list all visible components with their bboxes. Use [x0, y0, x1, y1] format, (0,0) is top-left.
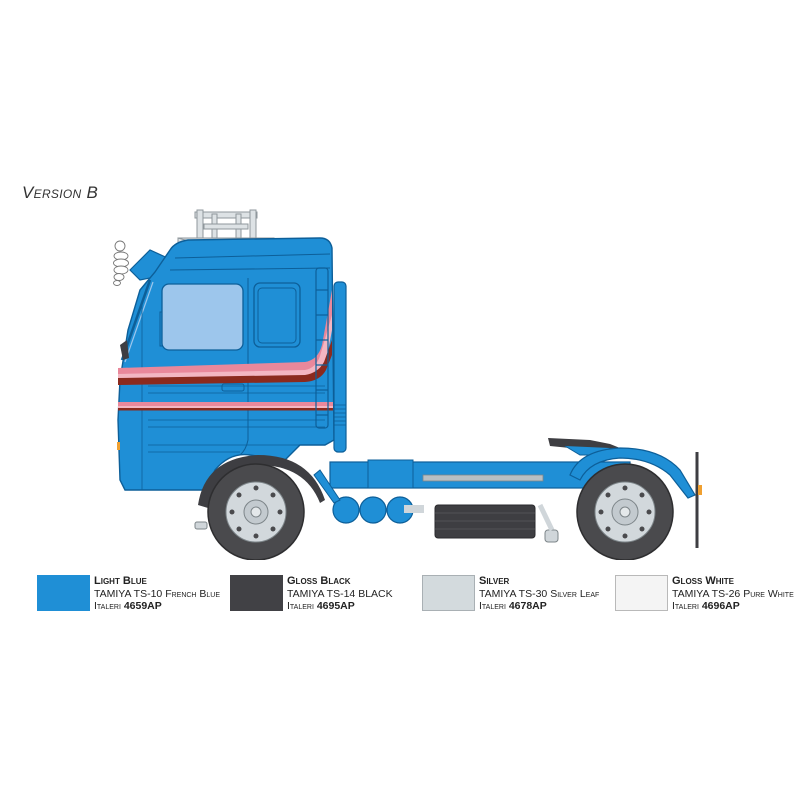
front-fender	[198, 455, 325, 508]
exhaust-tip	[544, 529, 559, 543]
color-swatch-light-blue	[37, 575, 90, 611]
color-swatch-silver	[422, 575, 475, 611]
cab-badge	[221, 383, 245, 392]
legend-color-name: Gloss White	[672, 575, 734, 587]
mascot-figure	[113, 240, 129, 286]
side-marker-light	[117, 442, 120, 450]
legend-color-name: Silver	[479, 575, 510, 587]
legend-tamiya-code: TAMIYA TS-30 Silver Leaf	[479, 587, 600, 600]
rear-wheel	[576, 463, 674, 560]
rear-fender	[569, 447, 696, 499]
livery-stripes	[118, 290, 333, 411]
air-tanks	[332, 496, 414, 524]
legend-italeri-code: Italeri 4695AP	[287, 600, 355, 612]
legend-italeri-code: Italeri 4696AP	[672, 600, 740, 612]
door-seam	[239, 278, 249, 456]
legend-tamiya-code: TAMIYA TS-14 BLACK	[287, 587, 393, 600]
version-title: Version B	[22, 183, 99, 202]
side-grille-lines	[148, 385, 325, 453]
legend-tamiya-code: TAMIYA TS-10 French Blue	[94, 587, 221, 600]
legend-italeri-code: Italeri 4659AP	[94, 600, 162, 612]
legend-color-name: Light Blue	[94, 575, 147, 587]
legend-italeri-code: Italeri 4678AP	[479, 600, 547, 612]
legend-tamiya-code: TAMIYA TS-26 Pure White	[672, 587, 794, 600]
spare-tire	[434, 504, 536, 539]
legend-color-name: Gloss Black	[287, 575, 351, 587]
exhaust-stack	[333, 281, 347, 453]
cab-ladder	[315, 267, 329, 429]
color-swatch-gloss-white	[615, 575, 668, 611]
front-wheel	[207, 463, 305, 560]
truck-illustration	[113, 209, 702, 560]
color-swatch-gloss-black	[230, 575, 283, 611]
cab-side-window	[161, 283, 244, 351]
roof-light-bar	[177, 209, 275, 244]
paint-legend: Light Blue TAMIYA TS-10 French Blue Ital…	[0, 572, 800, 622]
